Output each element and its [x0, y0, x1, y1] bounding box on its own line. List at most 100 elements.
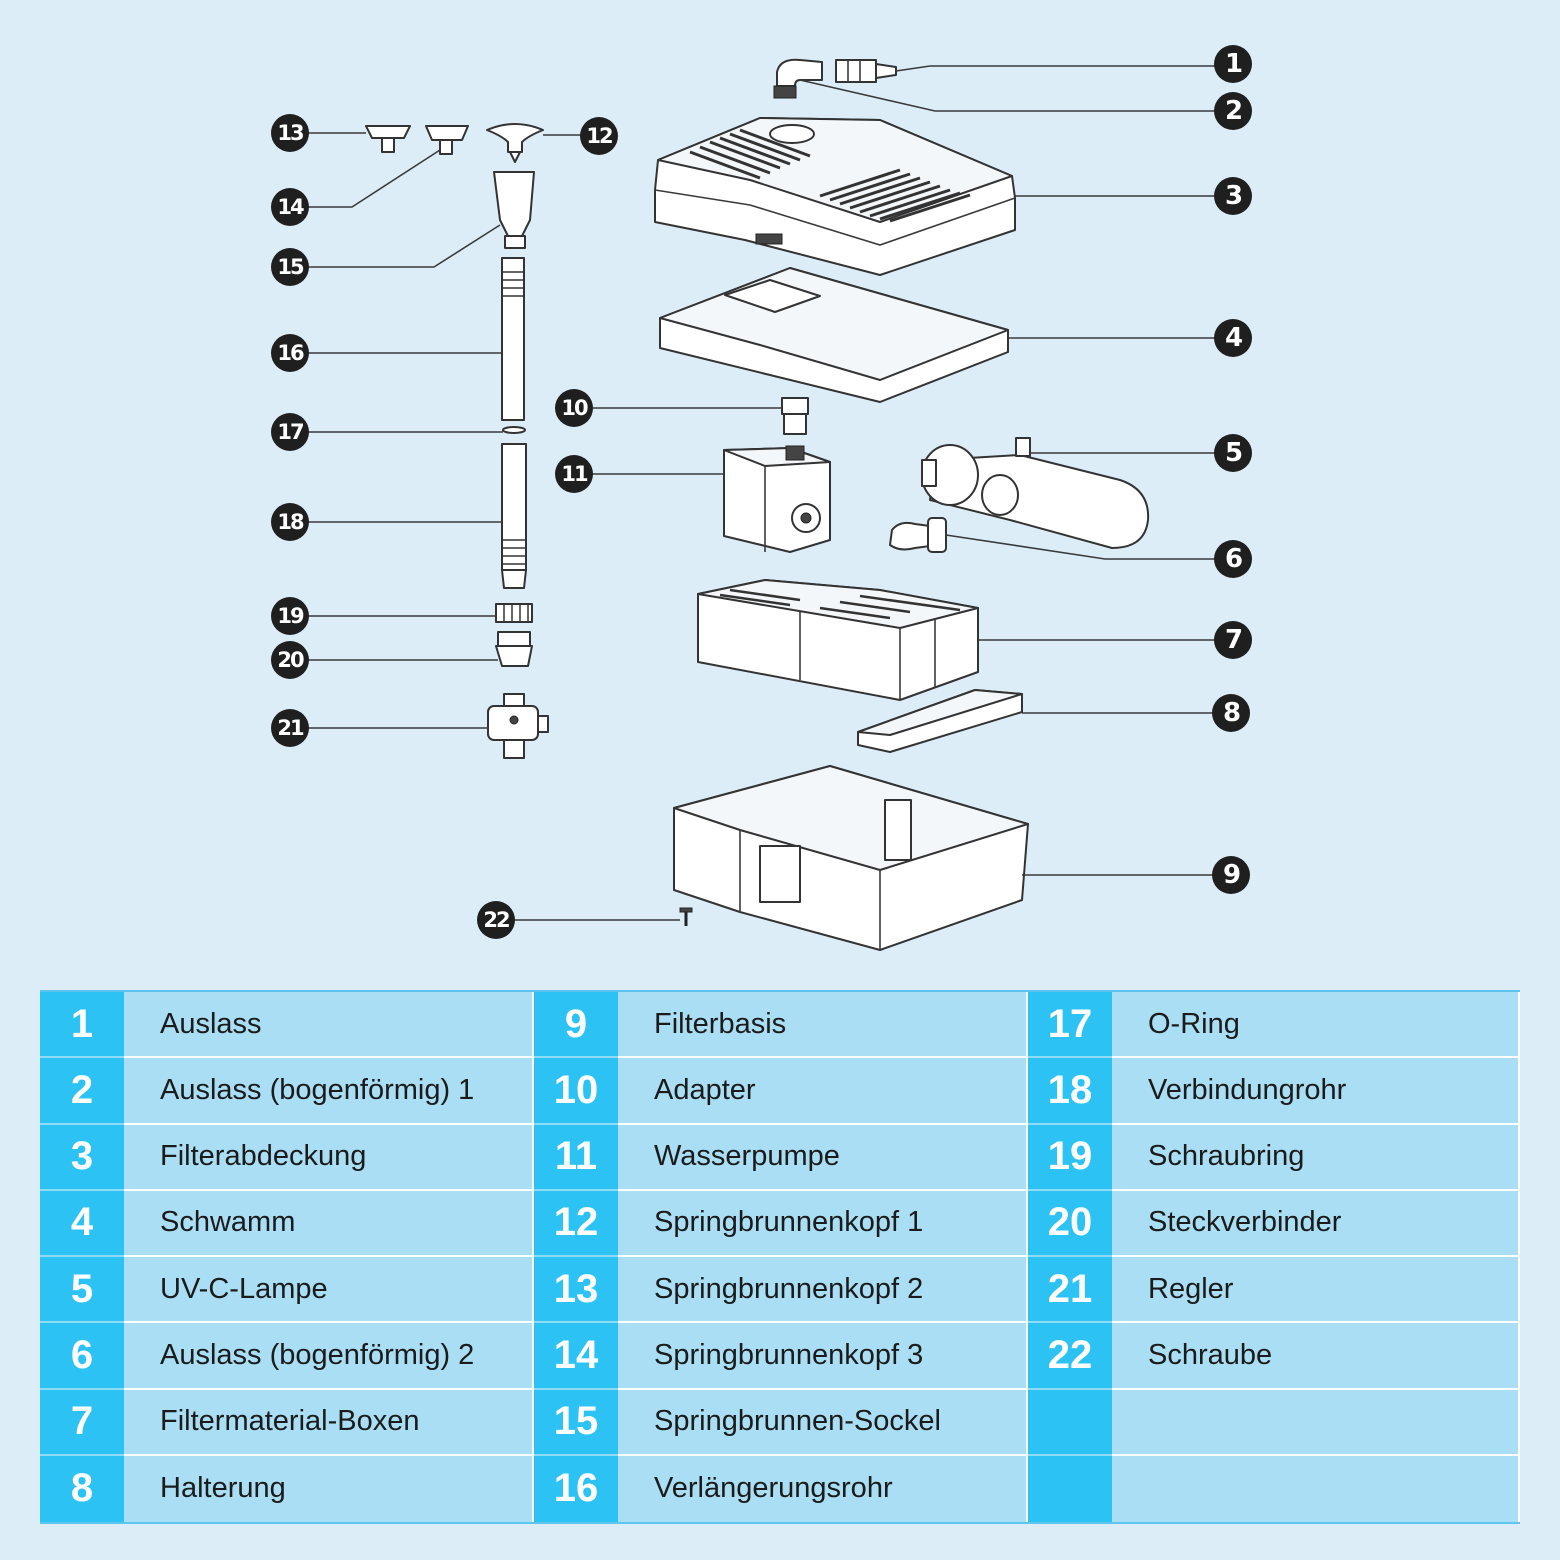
callout-17: 17 [271, 413, 309, 451]
callout-1: 1 [1214, 45, 1252, 83]
part-fountain-head-2 [365, 125, 411, 153]
legend-label: Filtermaterial-Boxen [124, 1389, 534, 1456]
legend-label: Springbrunnenkopf 3 [618, 1323, 1028, 1390]
part-filter-base [673, 765, 1029, 951]
leader-lines [290, 65, 1232, 921]
legend-number: 20 [1028, 1190, 1112, 1257]
legend-number: 8 [40, 1455, 124, 1522]
legend-label: Filterbasis [618, 992, 1028, 1059]
legend-number: 4 [40, 1190, 124, 1257]
svg-text:13: 13 [277, 121, 303, 145]
legend-label-empty [1112, 1455, 1520, 1522]
legend-number: 10 [534, 1058, 618, 1125]
svg-text:21: 21 [277, 716, 304, 740]
callout-18: 18 [271, 503, 309, 541]
legend-number: 15 [534, 1389, 618, 1456]
legend-label: Auslass (bogenförmig) 1 [124, 1058, 534, 1125]
legend-label: Schwamm [124, 1190, 534, 1257]
callout-3: 3 [1214, 177, 1252, 215]
svg-text:7: 7 [1225, 625, 1242, 655]
part-filter-material-boxes [697, 579, 979, 701]
legend-label: Verbindungrohr [1112, 1058, 1520, 1125]
legend-label: Auslass (bogenförmig) 2 [124, 1323, 534, 1390]
legend-label: Filterabdeckung [124, 1124, 534, 1191]
part-adapter [781, 397, 809, 435]
legend-number: 19 [1028, 1124, 1112, 1191]
legend-label: Springbrunnenkopf 1 [618, 1190, 1028, 1257]
callout-2: 2 [1214, 92, 1252, 130]
svg-text:2: 2 [1225, 96, 1241, 126]
legend-number: 14 [534, 1323, 618, 1390]
legend-label-empty [1112, 1389, 1520, 1456]
svg-text:17: 17 [277, 420, 303, 444]
legend-label: Schraubring [1112, 1124, 1520, 1191]
part-fountain-head-1 [486, 123, 544, 163]
svg-text:15: 15 [277, 255, 304, 279]
legend-number: 13 [534, 1257, 618, 1324]
legend-label: Regler [1112, 1257, 1520, 1324]
part-uv-c-lamp [921, 437, 1150, 549]
callout-16: 16 [271, 334, 309, 372]
svg-text:10: 10 [561, 396, 588, 420]
svg-text:20: 20 [277, 648, 304, 672]
svg-text:18: 18 [277, 510, 304, 534]
callout-7: 7 [1214, 621, 1252, 659]
legend-number-empty [1028, 1389, 1112, 1456]
part-screw [679, 907, 693, 926]
svg-text:11: 11 [561, 462, 588, 486]
callout-21: 21 [271, 709, 309, 747]
part-water-pump [723, 445, 831, 553]
legend-number: 5 [40, 1257, 124, 1324]
callout-10: 10 [555, 389, 593, 427]
callout-20: 20 [271, 641, 309, 679]
callout-11: 11 [555, 455, 593, 493]
legend-label: Verlängerungsrohr [618, 1455, 1028, 1522]
part-outlet [835, 59, 897, 83]
callout-12: 12 [580, 117, 618, 155]
svg-text:14: 14 [277, 195, 304, 219]
legend-label: Steckverbinder [1112, 1190, 1520, 1257]
part-elbow-outlet-1 [773, 58, 823, 99]
legend-number: 11 [534, 1124, 618, 1191]
svg-text:8: 8 [1223, 698, 1240, 728]
legend-number-empty [1028, 1455, 1112, 1522]
callout-13: 13 [271, 114, 309, 152]
part-fountain-base [493, 171, 535, 249]
svg-text:12: 12 [586, 124, 612, 148]
legend-label: Auslass [124, 992, 534, 1059]
callout-15: 15 [271, 248, 309, 286]
part-holder [857, 689, 1023, 753]
callout-14: 14 [271, 188, 309, 226]
part-elbow-outlet-2 [889, 517, 947, 553]
legend-number: 6 [40, 1323, 124, 1390]
legend-number: 21 [1028, 1257, 1112, 1324]
part-o-ring [502, 426, 526, 434]
part-filter-cover [654, 117, 1016, 276]
legend-label: UV-C-Lampe [124, 1257, 534, 1324]
legend-label: Springbrunnenkopf 2 [618, 1257, 1028, 1324]
parts-legend-table: 1 Auslass 9 Filterbasis 17 O-Ring 2 Ausl… [40, 990, 1520, 1524]
legend-label: Halterung [124, 1455, 534, 1522]
legend-label: Wasserpumpe [618, 1124, 1028, 1191]
legend-label: Springbrunnen-Sockel [618, 1389, 1028, 1456]
part-screw-ring [495, 603, 533, 623]
legend-label: Schraube [1112, 1323, 1520, 1390]
part-plug-connector [495, 631, 533, 667]
legend-number: 16 [534, 1455, 618, 1522]
legend-number: 12 [534, 1190, 618, 1257]
svg-text:5: 5 [1225, 438, 1242, 468]
svg-text:9: 9 [1223, 860, 1240, 890]
part-extension-pipe [501, 257, 525, 421]
callout-22: 22 [477, 901, 515, 939]
part-sponge [659, 267, 1009, 403]
legend-number: 22 [1028, 1323, 1112, 1390]
legend-number: 9 [534, 992, 618, 1059]
legend-number: 2 [40, 1058, 124, 1125]
callout-6: 6 [1214, 540, 1252, 578]
legend-number: 7 [40, 1389, 124, 1456]
part-fountain-head-3 [425, 125, 469, 155]
legend-number: 18 [1028, 1058, 1112, 1125]
svg-text:16: 16 [277, 341, 304, 365]
callout-8: 8 [1212, 694, 1250, 732]
legend-label: O-Ring [1112, 992, 1520, 1059]
